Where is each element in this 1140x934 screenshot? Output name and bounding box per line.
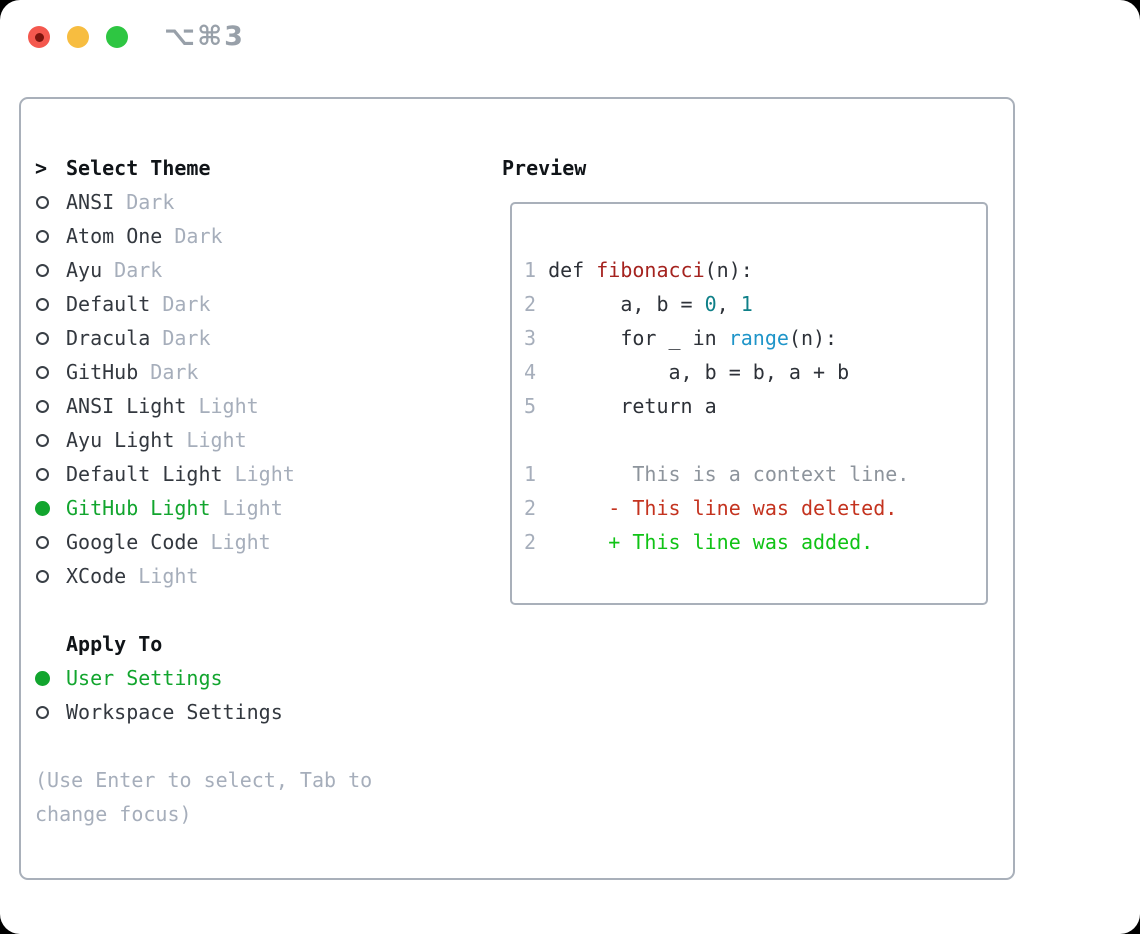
help-line: (Use Enter to select, Tab to	[35, 768, 373, 792]
theme-option-github-light[interactable]: GitHub Light Light	[35, 491, 485, 525]
option-label: GitHub	[66, 360, 139, 384]
option-label: Dracula	[66, 326, 151, 350]
theme-option-github[interactable]: GitHub Dark	[35, 355, 485, 389]
radio-unselected-icon	[35, 331, 66, 345]
code-line: 5 return a	[524, 394, 717, 418]
zoom-button[interactable]	[106, 26, 128, 48]
option-label: ANSI	[66, 190, 115, 214]
option-label: GitHub Light	[66, 496, 211, 520]
option-variant-label: Dark	[102, 258, 163, 282]
option-label: Atom One	[66, 224, 163, 248]
radio-unselected-icon	[35, 195, 66, 209]
radio-unselected-icon	[35, 569, 66, 583]
radio-unselected-icon	[35, 399, 66, 413]
apply-option-workspace-settings[interactable]: Workspace Settings	[35, 695, 485, 729]
radio-unselected-icon	[35, 297, 66, 311]
apply-option-user-settings[interactable]: User Settings	[35, 661, 485, 695]
theme-option-xcode[interactable]: XCode Light	[35, 559, 485, 593]
code-line: 1 def fibonacci(n):	[524, 258, 753, 282]
theme-option-ansi[interactable]: ANSI Dark	[35, 185, 485, 219]
code-line: 2 a, b = 0, 1	[524, 292, 753, 316]
option-label: Default	[66, 292, 151, 316]
radio-selected-icon	[35, 670, 66, 686]
apply-to-header: Apply To	[35, 627, 485, 661]
option-variant-label: Light	[174, 428, 247, 452]
option-variant-label: Dark	[162, 224, 223, 248]
help-text: (Use Enter to select, Tab to change focus…	[35, 763, 485, 831]
minimize-button[interactable]	[67, 26, 89, 48]
cursor-icon: >	[35, 156, 48, 180]
option-variant-label: Dark	[150, 326, 211, 350]
theme-option-ayu-light[interactable]: Ayu Light Light	[35, 423, 485, 457]
theme-list-header: > Select Theme	[35, 151, 485, 185]
radio-unselected-icon	[35, 535, 66, 549]
title-bar: ⌥⌘3	[0, 0, 1140, 70]
option-label: XCode	[66, 564, 127, 588]
help-line: change focus)	[35, 802, 192, 826]
radio-unselected-icon	[35, 467, 66, 481]
theme-option-ayu[interactable]: Ayu Dark	[35, 253, 485, 287]
option-label: Default Light	[66, 462, 223, 486]
option-variant-label: Light	[222, 462, 295, 486]
option-label: Workspace Settings	[66, 700, 283, 724]
option-variant-label: Dark	[114, 190, 175, 214]
radio-unselected-icon	[35, 365, 66, 379]
option-label: Ayu	[66, 258, 103, 282]
code-line: 2 + This line was added.	[524, 530, 874, 554]
code-line: 3 for _ in range(n):	[524, 326, 838, 350]
code-line: 4 a, b = b, a + b	[524, 360, 850, 384]
option-variant-label: Light	[198, 530, 271, 554]
preview-title: Preview	[502, 156, 587, 180]
option-label: User Settings	[66, 666, 223, 690]
theme-option-google-code[interactable]: Google Code Light	[35, 525, 485, 559]
code-preview: 1 def fibonacci(n): 2 a, b = 0, 1 3 for _ …	[524, 253, 909, 559]
code-line: 2 - This line was deleted.	[524, 496, 898, 520]
apply-to-title: Apply To	[66, 632, 163, 656]
radio-unselected-icon	[35, 433, 66, 447]
theme-option-default-light[interactable]: Default Light Light	[35, 457, 485, 491]
preview-box: 1 def fibonacci(n): 2 a, b = 0, 1 3 for _ …	[510, 202, 988, 605]
option-label: ANSI Light	[66, 394, 187, 418]
close-button[interactable]	[28, 26, 50, 48]
theme-list-title: Select Theme	[66, 156, 211, 180]
radio-unselected-icon	[35, 229, 66, 243]
option-variant-label: Dark	[150, 292, 211, 316]
window-title: ⌥⌘3	[164, 21, 245, 52]
theme-option-default[interactable]: Default Dark	[35, 287, 485, 321]
option-variant-label: Light	[126, 564, 199, 588]
theme-option-ansi-light[interactable]: ANSI Light Light	[35, 389, 485, 423]
radio-unselected-icon	[35, 705, 66, 719]
code-line: 1 This is a context line.	[524, 462, 910, 486]
spacer	[35, 593, 485, 627]
radio-selected-icon	[35, 500, 66, 516]
code-line	[524, 423, 909, 457]
option-label: Ayu Light	[66, 428, 175, 452]
theme-option-atom-one[interactable]: Atom One Dark	[35, 219, 485, 253]
option-variant-label: Light	[186, 394, 259, 418]
option-variant-label: Light	[210, 496, 283, 520]
radio-unselected-icon	[35, 263, 66, 277]
close-button-dot	[34, 32, 44, 42]
spacer	[35, 729, 485, 763]
theme-option-dracula[interactable]: Dracula Dark	[35, 321, 485, 355]
option-label: Google Code	[66, 530, 199, 554]
option-variant-label: Dark	[138, 360, 199, 384]
